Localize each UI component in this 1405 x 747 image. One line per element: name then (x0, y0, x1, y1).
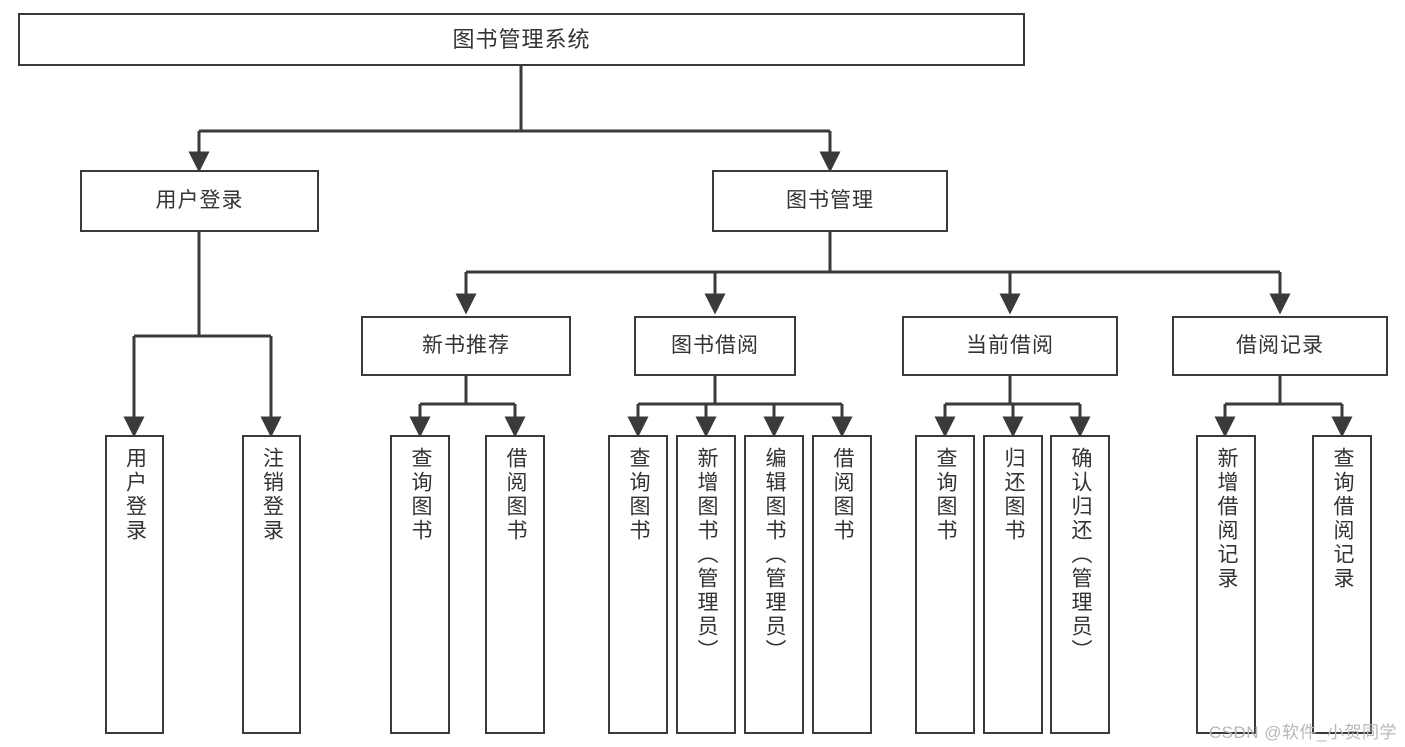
node-borrow-record-label: 借阅记录 (1236, 333, 1324, 357)
node-book-borrow-label: 图书借阅 (671, 333, 759, 357)
node-book-manage-label: 图书管理 (786, 188, 874, 212)
node-book-manage[interactable]: 图书管理 (712, 170, 948, 232)
node-leaf-borrow-book-1-label: 借阅图书 (504, 447, 528, 543)
node-leaf-edit-book-label: 编辑图书（管理员） (763, 447, 787, 663)
node-leaf-logout[interactable]: 注销登录 (242, 435, 301, 734)
node-borrow-record[interactable]: 借阅记录 (1172, 316, 1388, 376)
node-leaf-query-book-3-label: 查询图书 (934, 447, 958, 543)
node-leaf-user-login[interactable]: 用户登录 (105, 435, 164, 734)
node-new-book-rec-label: 新书推荐 (422, 333, 510, 357)
node-user-login-label: 用户登录 (155, 188, 244, 212)
node-leaf-add-record[interactable]: 新增借阅记录 (1196, 435, 1256, 734)
node-book-borrow[interactable]: 图书借阅 (634, 316, 796, 376)
node-leaf-query-book-3[interactable]: 查询图书 (915, 435, 975, 734)
node-leaf-query-record[interactable]: 查询借阅记录 (1312, 435, 1372, 734)
node-leaf-edit-book[interactable]: 编辑图书（管理员） (744, 435, 804, 734)
node-current-borrow-label: 当前借阅 (966, 333, 1054, 357)
node-leaf-borrow-book-2[interactable]: 借阅图书 (812, 435, 872, 734)
node-leaf-query-book-1[interactable]: 查询图书 (390, 435, 450, 734)
node-root-label: 图书管理系统 (452, 26, 591, 52)
node-leaf-add-book[interactable]: 新增图书（管理员） (676, 435, 736, 734)
node-leaf-query-record-label: 查询借阅记录 (1331, 447, 1355, 591)
node-leaf-borrow-book-2-label: 借阅图书 (831, 447, 855, 543)
watermark: CSDN @软件_小贺同学 (1208, 723, 1397, 742)
node-leaf-confirm-return[interactable]: 确认归还（管理员） (1050, 435, 1110, 734)
node-user-login[interactable]: 用户登录 (80, 170, 319, 232)
node-leaf-borrow-book-1[interactable]: 借阅图书 (485, 435, 545, 734)
node-leaf-return-book-label: 归还图书 (1002, 447, 1026, 543)
node-leaf-logout-label: 注销登录 (260, 447, 284, 543)
node-leaf-return-book[interactable]: 归还图书 (983, 435, 1043, 734)
node-leaf-user-login-label: 用户登录 (123, 447, 147, 543)
node-leaf-query-book-2-label: 查询图书 (627, 447, 651, 543)
node-new-book-rec[interactable]: 新书推荐 (361, 316, 571, 376)
node-leaf-query-book-2[interactable]: 查询图书 (608, 435, 668, 734)
node-leaf-add-record-label: 新增借阅记录 (1215, 447, 1239, 591)
node-root[interactable]: 图书管理系统 (18, 13, 1025, 66)
node-leaf-add-book-label: 新增图书（管理员） (695, 447, 719, 663)
node-leaf-query-book-1-label: 查询图书 (409, 447, 433, 543)
node-current-borrow[interactable]: 当前借阅 (902, 316, 1118, 376)
node-leaf-confirm-return-label: 确认归还（管理员） (1069, 447, 1093, 663)
